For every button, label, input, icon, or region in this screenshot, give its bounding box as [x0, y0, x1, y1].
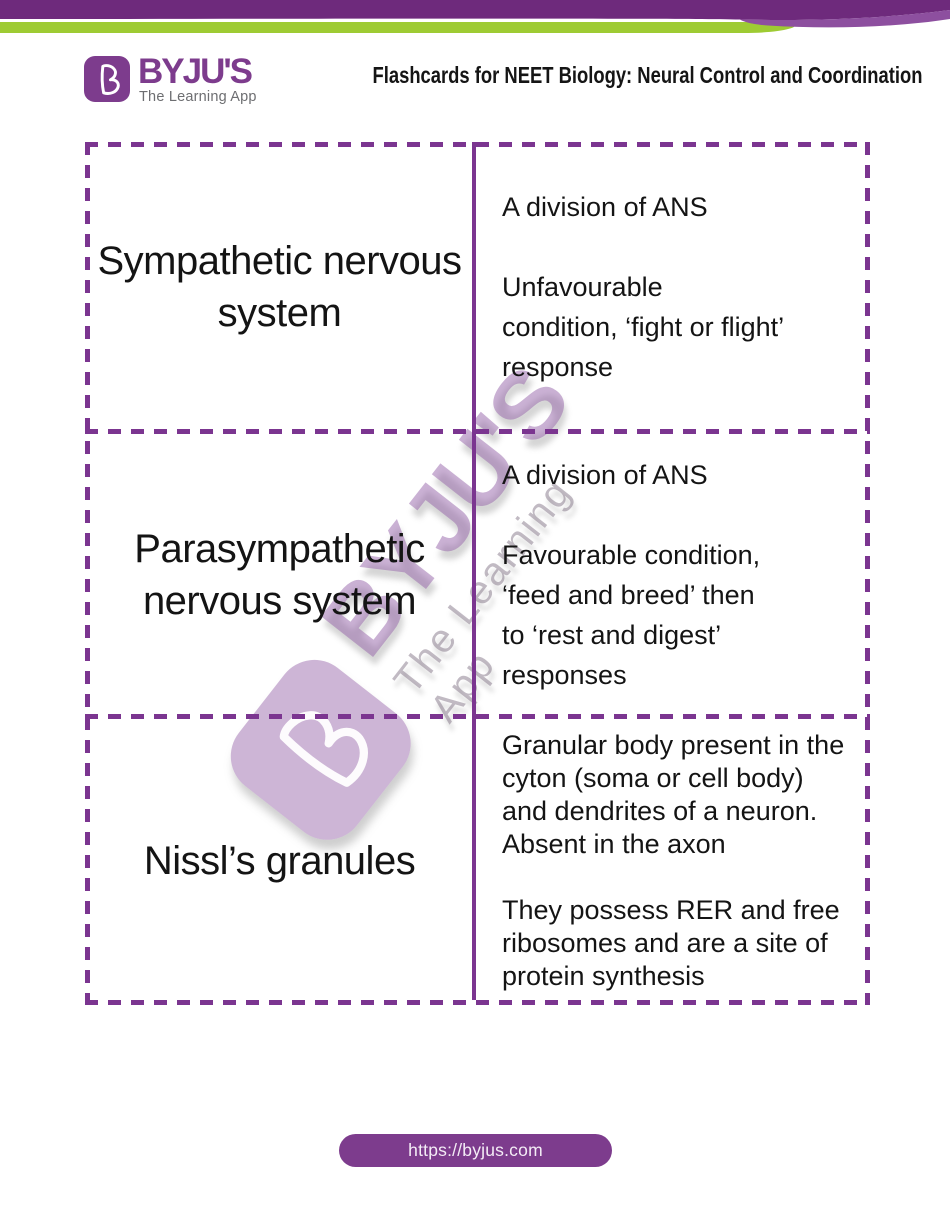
term-cell: Sympathetic nervous system: [85, 142, 476, 432]
table-border-left: [85, 142, 90, 1005]
table-border-bottom: [85, 1000, 870, 1005]
term-text: Sympathetic nervous system: [97, 239, 462, 335]
term-cell: Parasympathetic nervous system: [85, 432, 476, 717]
flashcard-row-sympathetic: Sympathetic nervous system A division of…: [85, 142, 870, 432]
definition-cell: A division of ANS Unfavourable condition…: [476, 142, 870, 432]
table-border-top: [85, 142, 870, 147]
website-link[interactable]: https://byjus.com: [339, 1134, 612, 1167]
definition-cell: A division of ANS Favourable condition, …: [476, 432, 870, 717]
byjus-tagline-text: The Learning App: [139, 89, 257, 105]
green-band: [0, 22, 795, 33]
purple-swoosh: [740, 10, 950, 28]
definition-paragraph: A division of ANS: [502, 192, 708, 222]
byjus-brand-text: BYJU'S: [138, 52, 253, 91]
definition-paragraph: Favourable condition, ‘feed and breed’ t…: [502, 539, 761, 690]
page-title: Flashcards for NEET Biology: Neural Cont…: [372, 62, 922, 88]
definition-paragraph: Granular body present in the cyton (soma…: [502, 730, 845, 859]
definition-cell: Granular body present in the cyton (soma…: [476, 717, 870, 1005]
definition-paragraph: They possess RER and free ribosomes and …: [502, 895, 840, 991]
purple-band: [0, 0, 950, 20]
term-cell: Nissl’s granules: [85, 717, 476, 1005]
definition-paragraph: A division of ANS: [502, 459, 708, 490]
term-text: Nissl’s granules: [143, 839, 416, 883]
table-column-divider: [472, 142, 476, 1000]
table-border-right: [865, 142, 870, 1005]
definition-paragraph: Unfavourable condition, ‘fight or flight…: [502, 272, 785, 382]
header-decoration: [0, 0, 950, 33]
flashcard-row-parasympathetic: Parasympathetic nervous system A divisio…: [85, 432, 870, 717]
term-text: Parasympathetic nervous system: [134, 526, 425, 623]
table-row-separator: [85, 429, 870, 434]
website-url-text: https://byjus.com: [408, 1140, 543, 1160]
flashcard-row-nissls-granules: Nissl’s granules Granular body present i…: [85, 717, 870, 1005]
flashcards-table: Sympathetic nervous system A division of…: [85, 142, 870, 1005]
byjus-b-icon: [84, 56, 130, 102]
table-row-separator: [85, 714, 870, 719]
